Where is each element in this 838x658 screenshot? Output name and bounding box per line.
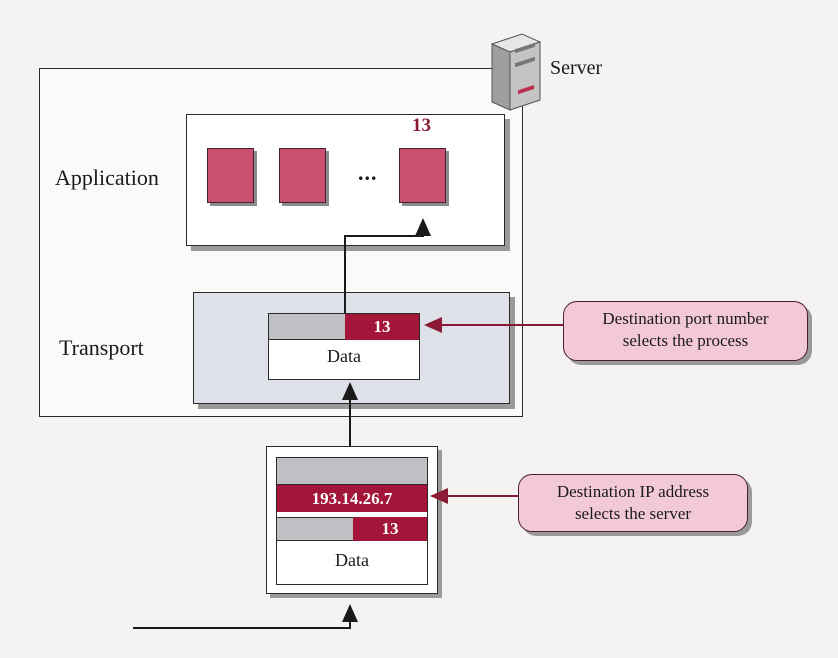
server-tower-icon xyxy=(488,30,544,112)
port-callout-line2: selects the process xyxy=(622,331,749,350)
process-13 xyxy=(399,148,446,203)
datagram-port-field: 13 xyxy=(353,517,427,541)
port-callout-line1: Destination port number xyxy=(602,309,769,328)
segment-data: Data xyxy=(327,346,361,366)
ip-address-field: 193.14.26.7 xyxy=(277,485,427,512)
application-layer-box xyxy=(186,114,505,246)
ip-header xyxy=(277,458,427,485)
ip-datagram-inner: 193.14.26.7 13 Data xyxy=(276,457,428,585)
incoming-arrow xyxy=(133,604,358,629)
ip-callout: Destination IP address selects the serve… xyxy=(518,474,748,532)
process-2 xyxy=(279,148,326,203)
ellipsis: ... xyxy=(358,160,378,185)
transport-layer-label: Transport xyxy=(59,335,144,360)
datagram-data: Data xyxy=(335,550,369,570)
transport-to-process-arrow xyxy=(344,218,431,313)
application-layer-label: Application xyxy=(55,165,159,190)
server-label: Server xyxy=(550,57,603,79)
process-1 xyxy=(207,148,254,203)
port-callout: Destination port number selects the proc… xyxy=(563,301,808,361)
ip-callout-line1: Destination IP address xyxy=(556,482,710,501)
transport-segment: 13 Data xyxy=(268,313,420,380)
ip-callout-line2: selects the server xyxy=(574,504,692,523)
segment-port-field: 13 xyxy=(345,314,419,340)
process-port-label: 13 xyxy=(412,115,431,136)
